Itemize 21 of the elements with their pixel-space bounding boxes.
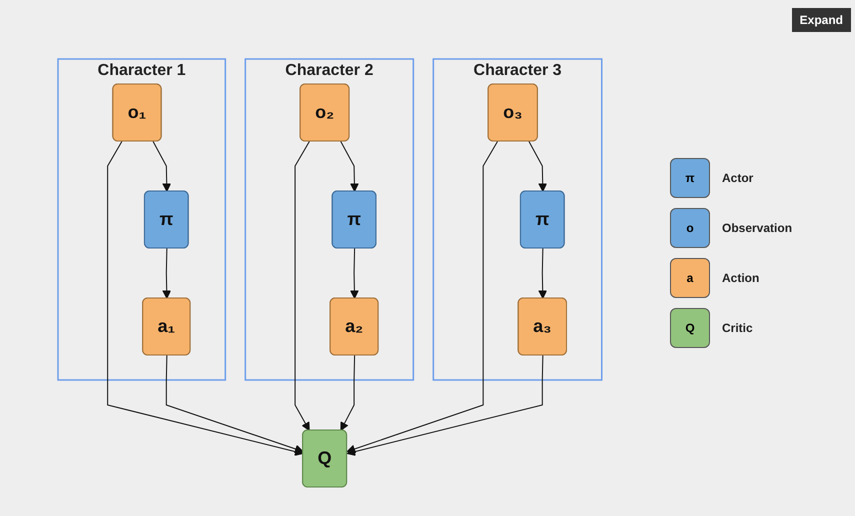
expand-button: Expand xyxy=(792,8,851,32)
legend-label: Action xyxy=(722,271,760,285)
legend-label: Actor xyxy=(722,171,754,185)
legend-swatch: o xyxy=(670,208,710,248)
arrow xyxy=(340,355,356,431)
arrow xyxy=(538,248,548,299)
legend-swatch: π xyxy=(670,158,710,198)
arrow xyxy=(340,141,359,192)
arrow xyxy=(294,141,310,431)
arrow xyxy=(152,141,172,192)
arrow xyxy=(162,248,172,299)
arrow xyxy=(528,141,548,192)
arrow xyxy=(346,141,498,454)
arrow xyxy=(350,248,359,299)
legend-swatch: Q xyxy=(670,308,710,348)
legend-swatch: a xyxy=(670,258,710,298)
legend-label: Critic xyxy=(722,321,753,335)
arrow xyxy=(166,355,304,454)
arrow xyxy=(107,141,304,456)
legend-label: Observation xyxy=(722,221,792,235)
arrow xyxy=(346,355,544,456)
